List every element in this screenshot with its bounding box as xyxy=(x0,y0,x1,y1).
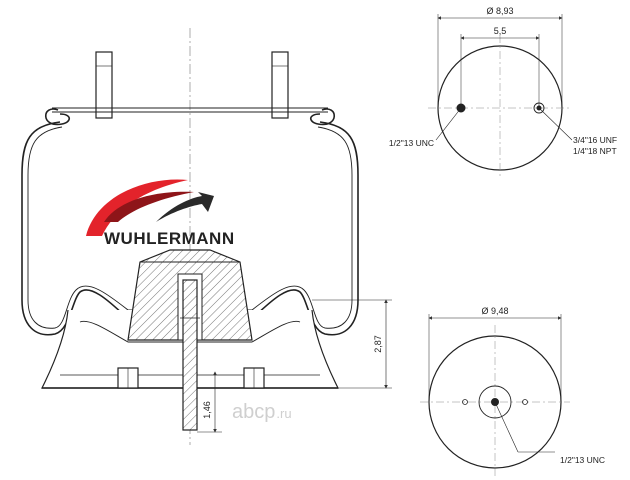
side-view xyxy=(21,28,392,445)
logo-swoosh-red xyxy=(86,179,188,236)
top-stud-left xyxy=(95,51,113,119)
logo-swoosh-black xyxy=(156,192,214,222)
bottom-view xyxy=(420,314,570,476)
dim-height-lines xyxy=(312,299,392,389)
top-plate xyxy=(52,107,328,113)
dim-stud-label: 1,46 xyxy=(202,401,212,419)
piston-bolt-right xyxy=(243,367,265,389)
watermark-text: abcp xyxy=(232,401,275,423)
top-dim-spacing: 5,5 xyxy=(494,26,507,36)
bottom-hole-left xyxy=(462,399,468,405)
top-callout-right-1: 3/4"16 UNF xyxy=(573,135,617,145)
logo-swoosh-darkred xyxy=(104,191,194,222)
top-bead-left xyxy=(44,108,71,126)
center-stud xyxy=(182,279,198,431)
bottom-center-ring xyxy=(478,385,512,419)
bottom-hole-right xyxy=(522,399,528,405)
top-stud-right xyxy=(271,51,289,119)
bottom-callout: 1/2"13 UNC xyxy=(560,455,605,465)
brand-logo: WUHLERMANN xyxy=(86,179,235,248)
dim-height-label: 2,87 xyxy=(373,335,383,353)
bottom-dim-outer: Ø 9,48 xyxy=(481,306,508,316)
top-hole-right-outer xyxy=(533,102,545,114)
watermark: abcp .ru xyxy=(232,401,292,423)
top-callout-left: 1/2"13 UNC xyxy=(389,138,434,148)
watermark-suffix: .ru xyxy=(276,406,291,421)
top-view xyxy=(428,14,573,178)
dim-stud-lines xyxy=(197,371,222,433)
top-bead-right xyxy=(309,108,336,126)
brand-name: WUHLERMANN xyxy=(104,229,235,248)
top-callout-right-2: 1/4"18 NPT xyxy=(573,146,617,156)
top-dim-outer: Ø 8,93 xyxy=(486,6,513,16)
piston-bolt-left xyxy=(117,367,139,389)
